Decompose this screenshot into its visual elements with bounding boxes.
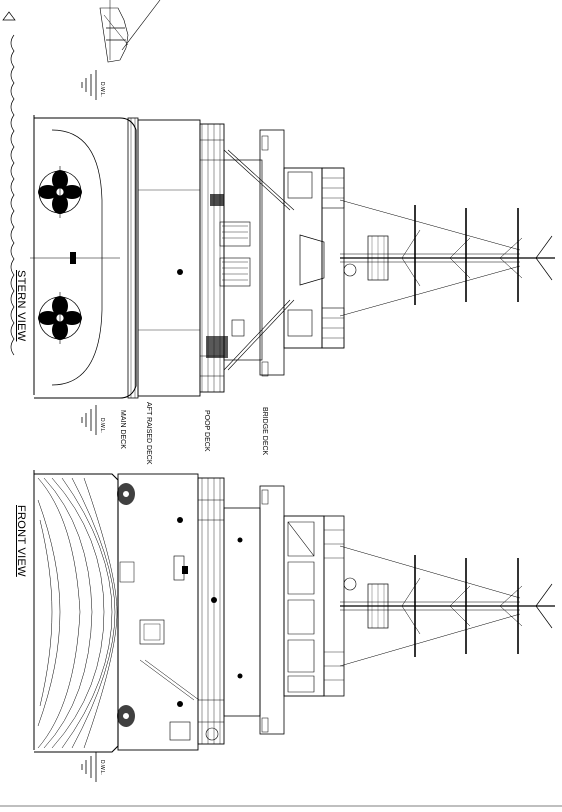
stern-view-drawing — [30, 115, 555, 399]
partial-view-fragment — [2, 0, 161, 356]
deck-label-bridge: BRIDGE DECK — [261, 407, 268, 456]
propeller-icon — [38, 166, 82, 218]
dwl-label-top: D.W.L. — [99, 82, 105, 98]
stern-view-title: STERN VIEW — [15, 270, 27, 342]
waterline-symbol-bottom — [81, 752, 97, 782]
waterline-symbol-mid — [81, 405, 97, 435]
anchor-icon — [117, 483, 135, 505]
revision-triangle-icon — [2, 11, 16, 21]
anchor-icon — [117, 705, 135, 727]
deck-label-poop: POOP DECK — [203, 410, 210, 452]
propeller-icon — [38, 292, 82, 344]
front-view-drawing — [33, 470, 555, 753]
waterline-symbol-top — [81, 70, 97, 100]
front-view-title: FRONT VIEW — [15, 505, 27, 577]
deck-label-main: MAIN DECK — [119, 410, 126, 449]
dwl-label-bottom: D.W.L. — [99, 760, 105, 776]
deck-label-aft-raised: AFT RAISED DECK — [145, 402, 152, 465]
dwl-label-mid: D.W.L. — [99, 418, 105, 434]
